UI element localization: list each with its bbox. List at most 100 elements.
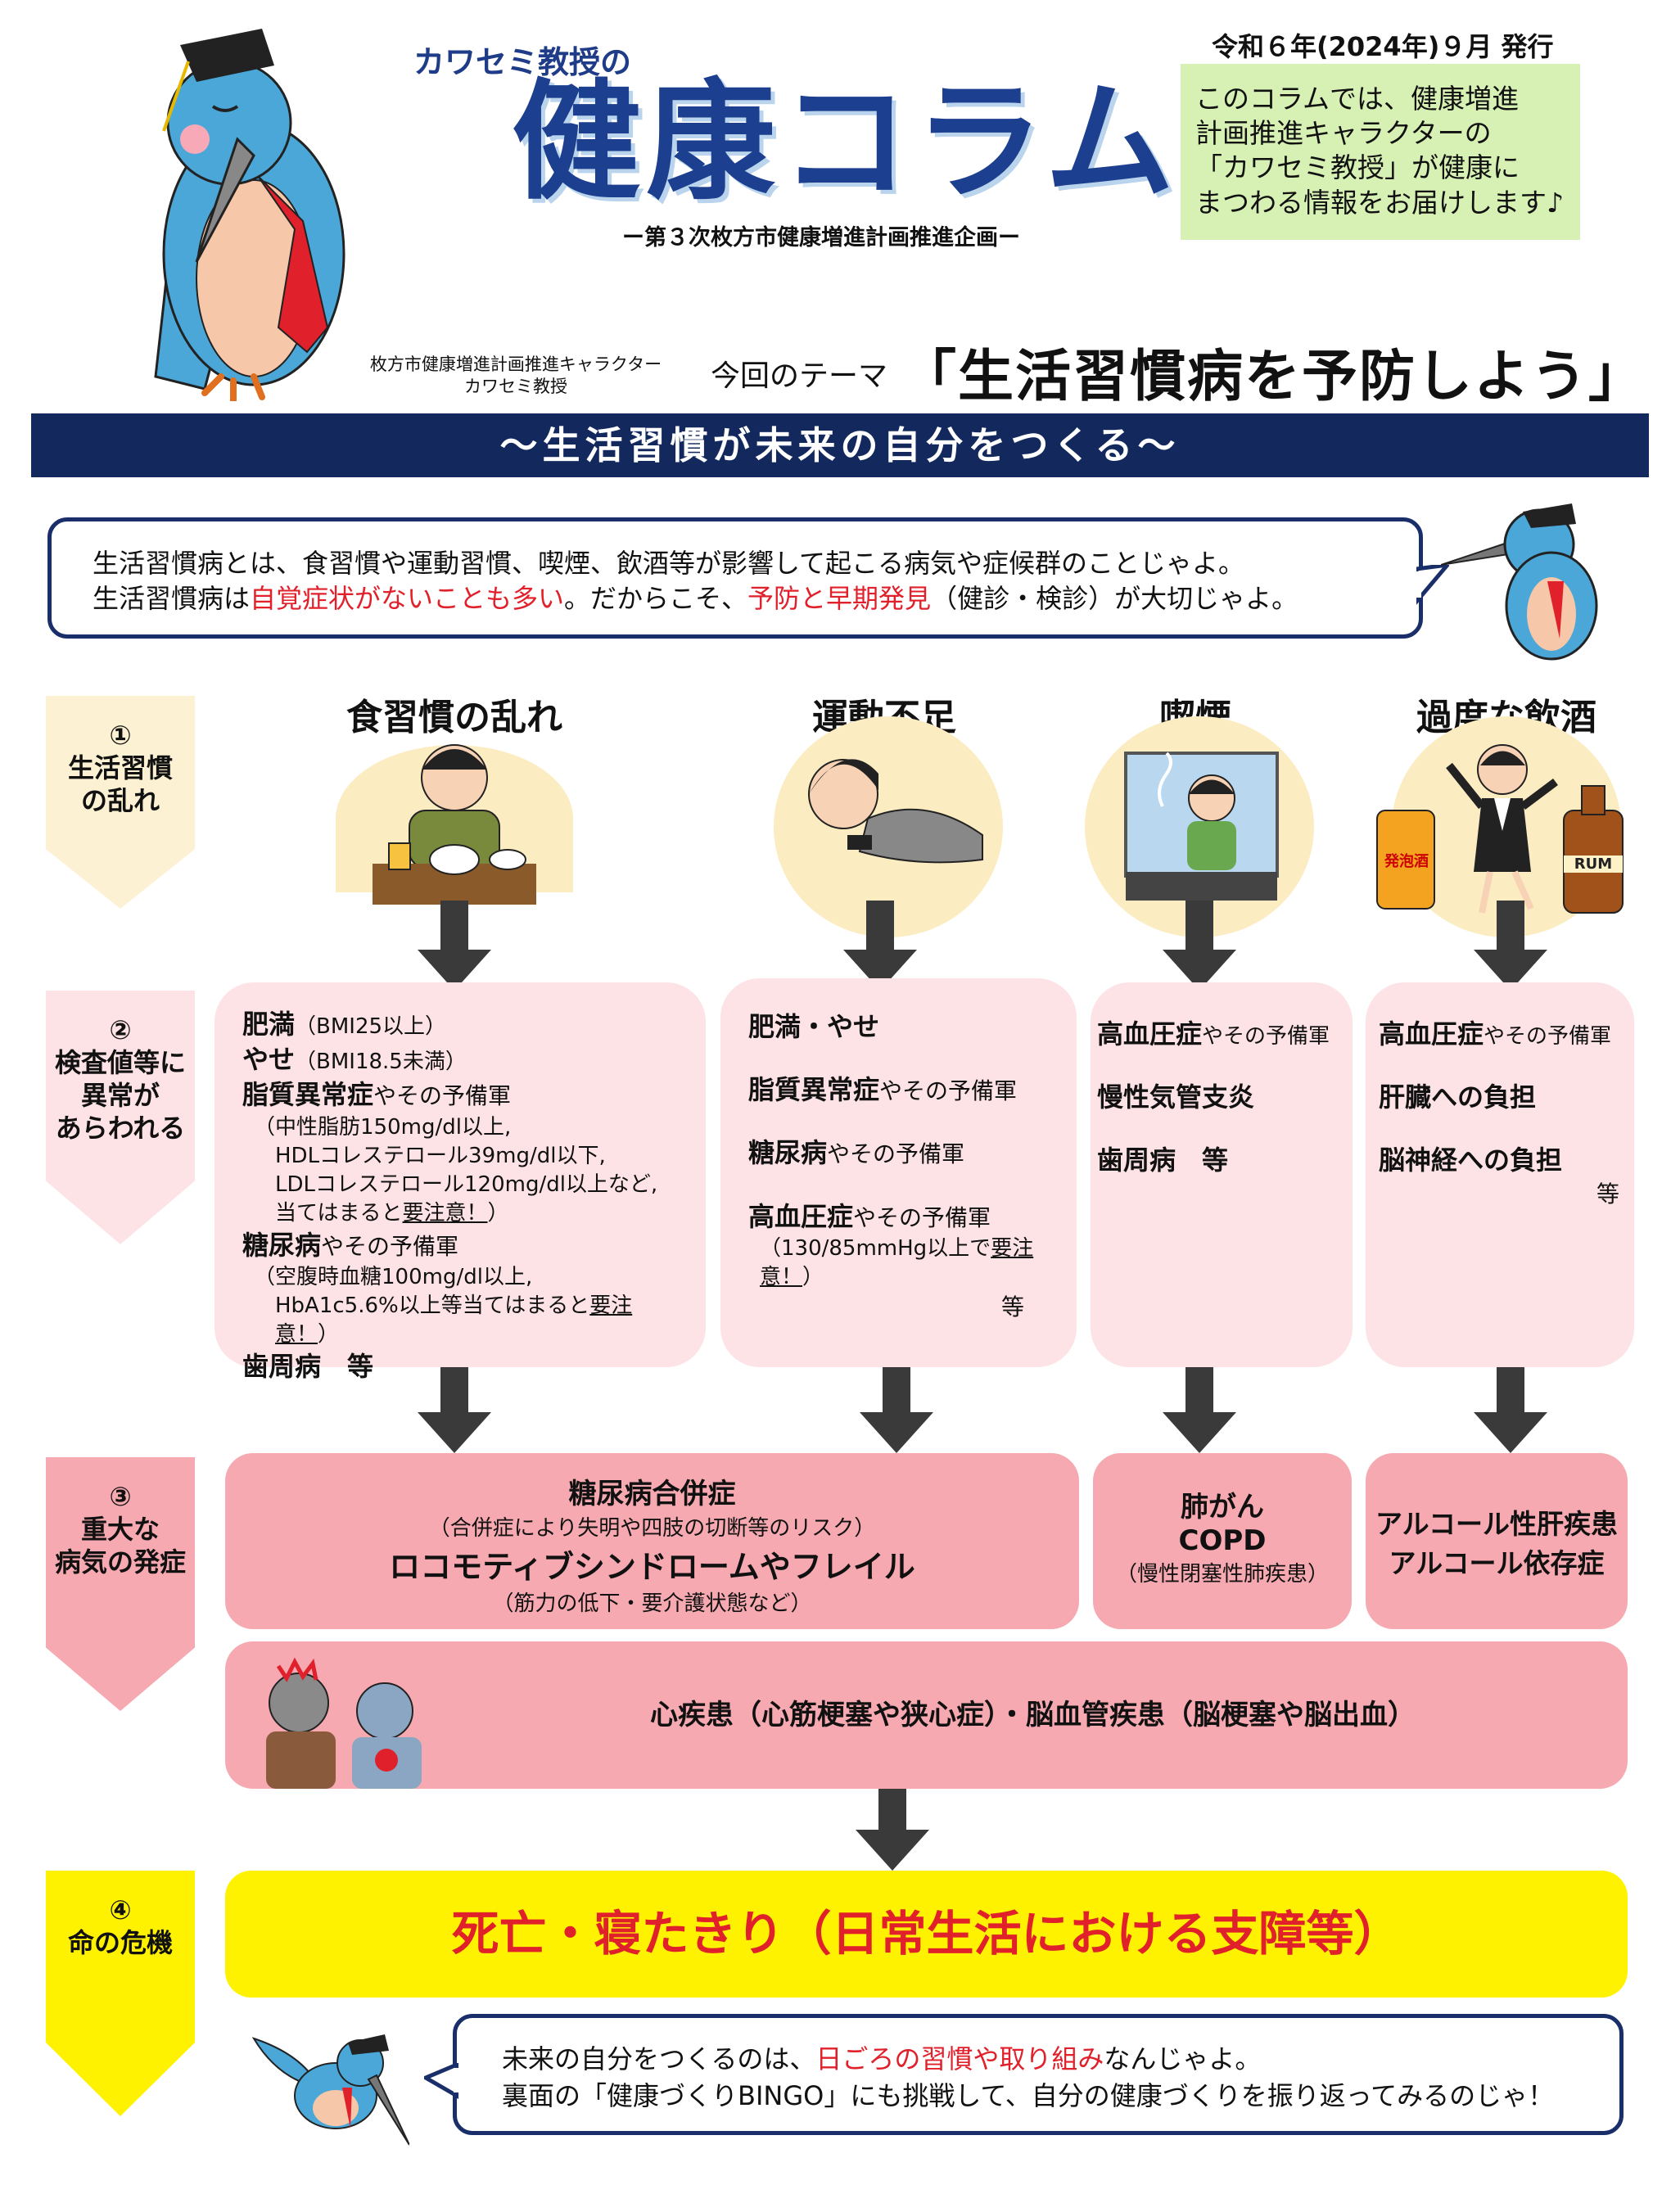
smoking-person-illustration <box>1124 752 1279 901</box>
etc-text: 等 <box>1596 1180 1619 1208</box>
risk-line: 脂質異常症やその予備軍 <box>748 1072 1049 1108</box>
speech-highlight: 予防と早期発見 <box>747 583 932 615</box>
speech-bubble-tail <box>1416 565 1449 605</box>
smoking-disease-box: 肺がん COPD （慢性閉塞性肺疾患） <box>1093 1453 1352 1629</box>
step-number: ② <box>109 1014 132 1045</box>
eating-person-illustration <box>373 744 536 905</box>
risk-name: 高血圧症 <box>1379 1018 1484 1050</box>
page-title: 健康コラム <box>512 67 1180 218</box>
down-arrow-icon <box>860 1363 933 1453</box>
intro-box: このコラムでは、健康増進 計画推進キャラクターの 「カワセミ教授」が健康に まつ… <box>1181 64 1580 240</box>
speech-text: 生活習慣病は <box>93 583 251 615</box>
risk-name: 脳神経への負担 <box>1379 1144 1563 1176</box>
risk-suffix: やその予備軍 <box>1202 1024 1330 1049</box>
risk-note: HDLコレステロール39mg/dl以下, <box>275 1143 606 1168</box>
step-text: 命の危機 <box>67 1927 173 1958</box>
etc-text: 等 <box>1000 1293 1024 1320</box>
risk-name: 高血圧症 <box>1097 1018 1203 1050</box>
drunk-person-illustration <box>1376 744 1624 914</box>
disease-name: 心疾患（心筋梗塞や狭心症）・脳血管疾患（脳梗塞や脳出血） <box>650 1699 1416 1731</box>
step-4-label: ④ 命の危機 <box>46 1871 195 2116</box>
plan-name: ー第３次枚方市健康増進計画推進企画ー <box>622 225 1020 251</box>
exercise-risk-box: 肥満・やせ 脂質異常症やその予備軍 糖尿病やその予備軍 高血圧症やその予備軍 （… <box>720 978 1077 1367</box>
disease-name: COPD <box>1178 1524 1267 1557</box>
down-arrow-icon <box>843 901 917 991</box>
risk-note: （中性脂肪150mg/dl以上, <box>254 1114 512 1140</box>
down-arrow-icon <box>856 1781 929 1871</box>
speech-highlight: 自覚症状がないことも多い <box>250 583 565 615</box>
character-caption-line: カワセミ教授 <box>464 377 567 397</box>
diet-disease-box: 糖尿病合併症 （合併症により失明や四肢の切断等のリスク） ロコモティブシンドロー… <box>225 1453 1079 1629</box>
risk-line: 糖尿病やその予備軍 <box>242 1228 678 1263</box>
category-diet: 食習慣の乱れ <box>346 697 562 738</box>
disease-name: 糖尿病合併症 <box>568 1478 736 1510</box>
pain-people-illustration <box>266 1657 422 1789</box>
disease-name: アルコール依存症 <box>1389 1547 1605 1579</box>
risk-name: 肝臓への負担 <box>1379 1081 1537 1113</box>
intro-line: 「カワセミ教授」が健康に <box>1195 151 1520 184</box>
step-text: 重大な <box>80 1514 160 1545</box>
character-caption: 枚方市健康増進計画推進キャラクター カワセミ教授 <box>344 354 688 399</box>
risk-name: 高血圧症 <box>748 1200 854 1232</box>
risk-suffix: やその予備軍 <box>827 1140 965 1168</box>
risk-suffix: やその予備軍 <box>879 1077 1018 1105</box>
risk-name: 糖尿病 <box>242 1229 322 1261</box>
speech-bubble-closing: 未来の自分をつくるのは、日ごろの習慣や取り組みなんじゃよ。 裏面の「健康づくりB… <box>453 2014 1624 2135</box>
risk-name: 肥満 <box>242 1009 296 1040</box>
risk-note-text: （130/85mmHg以上で <box>760 1235 991 1261</box>
step-text: 病気の発症 <box>54 1546 186 1578</box>
disease-note: （慢性閉塞性肺疾患） <box>1115 1562 1329 1587</box>
step-text: 検査値等に <box>54 1047 186 1078</box>
rum-label: RUM <box>1564 855 1623 873</box>
disease-name: アルコール性肝疾患 <box>1375 1508 1618 1540</box>
risk-name: 慢性気管支炎 <box>1097 1081 1255 1113</box>
risk-note-text: 当てはまると <box>275 1200 403 1226</box>
step-3-label: ③ 重大な 病気の発症 <box>46 1457 195 1711</box>
speech-text: なんじゃよ。 <box>1104 2043 1262 2074</box>
risk-name: 糖尿病 <box>748 1137 828 1169</box>
risk-name: 歯周病 等 <box>1097 1144 1229 1176</box>
section-banner: ～生活習慣が未来の自分をつくる～ <box>31 413 1649 477</box>
kingfisher-professor-illustration <box>154 29 345 401</box>
risk-name: やせ <box>242 1044 296 1076</box>
risk-suffix: やその予備軍 <box>321 1232 459 1260</box>
risk-line: 脂質異常症やその予備軍 <box>242 1077 678 1113</box>
speech-line: 未来の自分をつくるのは、日ごろの習慣や取り組みなんじゃよ。 <box>502 2041 1574 2078</box>
down-arrow-icon <box>1163 1363 1236 1453</box>
risk-note-text: HbA1c5.6%以上等当てはまると <box>275 1293 590 1319</box>
speech-line: 裏面の「健康づくりBINGO」にも挑戦して、自分の健康づくりを振り返ってみるのじ… <box>502 2079 1555 2111</box>
character-caption-line: 枚方市健康増進計画推進キャラクター <box>369 354 662 374</box>
step-2-label: ② 検査値等に 異常が あらわれる <box>46 991 195 1244</box>
step-number: ④ <box>109 1894 132 1925</box>
caution-text: 要注意！ <box>275 1293 633 1348</box>
speech-text: （健診・検診）が大切じゃよ。 <box>931 583 1298 615</box>
risk-line: 高血圧症やその予備軍 <box>1097 1017 1346 1052</box>
risk-suffix: やその予備軍 <box>373 1082 512 1110</box>
heart-brain-disease-box: 心疾患（心筋梗塞や狭心症）・脳血管疾患（脳梗塞や脳出血） <box>225 1641 1628 1789</box>
speech-bubble-intro: 生活習慣病とは、食習慣や運動習慣、喫煙、飲酒等が影響して起こる病気や症候群のこと… <box>47 517 1423 639</box>
happoshu-label: 発泡酒 <box>1384 853 1429 870</box>
intro-line: 計画推進キャラクターの <box>1195 117 1492 150</box>
risk-suffix: やその予備軍 <box>1484 1024 1612 1049</box>
risk-name: 歯周病 等 <box>242 1351 374 1383</box>
speech-line: 生活習慣病とは、食習慣や運動習慣、喫煙、飲酒等が影響して起こる病気や症候群のこと… <box>93 548 1245 579</box>
caution-text: 要注意！ <box>760 1235 1034 1289</box>
theme-title: 「生活習慣病を予防しよう」 <box>901 345 1646 409</box>
disease-name: ロコモティブシンドロームやフレイル <box>389 1549 915 1585</box>
risk-note: 当てはまると要注意！） <box>242 1199 678 1228</box>
step-number: ③ <box>109 1481 132 1512</box>
risk-suffix: やその予備軍 <box>853 1203 991 1231</box>
column-subtitle: カワセミ教授の <box>413 44 632 80</box>
down-arrow-icon <box>1474 1363 1547 1453</box>
risk-line: 肥満（BMI25以上） <box>242 1007 678 1042</box>
risk-note: HbA1c5.6%以上等当てはまると要注意！） <box>242 1292 678 1349</box>
intro-line: まつわる情報をお届けします♪ <box>1195 186 1565 219</box>
risk-note: （130/85mmHg以上で要注意！） <box>748 1235 1049 1292</box>
kingfisher-flying-illustration <box>251 2034 409 2146</box>
risk-note-text: ） <box>318 1322 340 1348</box>
step-text: あらわれる <box>55 1113 186 1144</box>
theme-label: 今回のテーマ <box>711 359 888 393</box>
speech-line: 生活習慣病は自覚症状がないことも多い。だからこそ、予防と早期発見（健診・検診）が… <box>93 581 1378 616</box>
smoking-risk-box: 高血圧症やその予備軍 慢性気管支炎 歯周病 等 <box>1091 982 1353 1367</box>
risk-name: 肥満・やせ <box>748 1011 880 1042</box>
